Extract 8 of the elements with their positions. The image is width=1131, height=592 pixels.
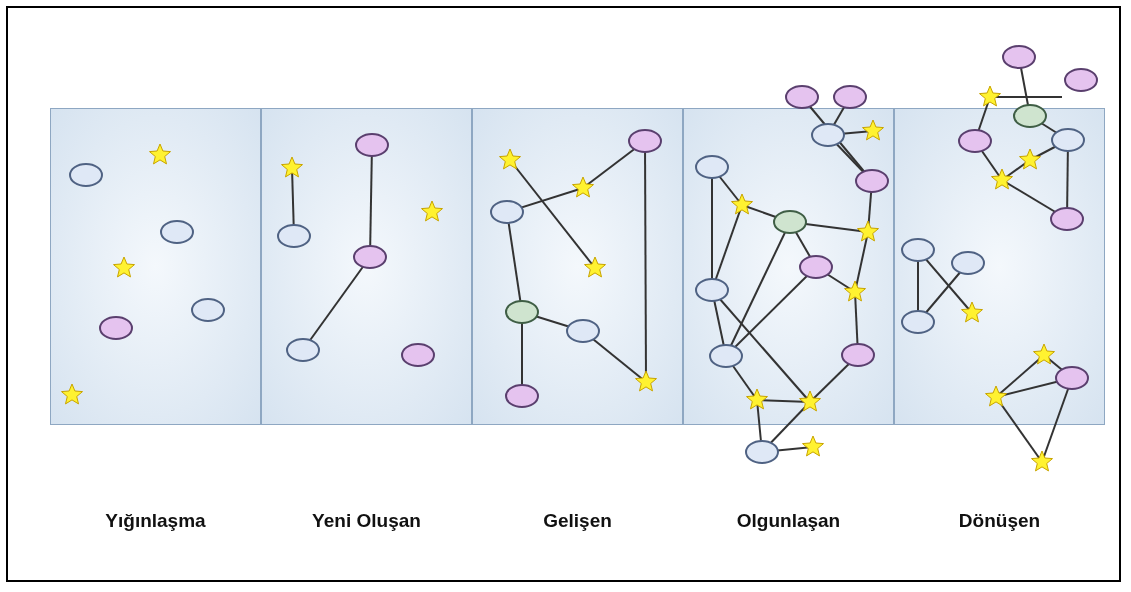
stage-label: Yığınlaşma — [104, 510, 207, 532]
stage-panel — [261, 108, 472, 425]
stage-panel — [50, 108, 261, 425]
stage-label: Gelişen — [542, 510, 613, 532]
stage-label: Dönüşen — [957, 510, 1042, 532]
stage-panel — [472, 108, 683, 425]
stage-label: Olgunlaşan — [735, 510, 842, 532]
stage-label: Yeni Oluşan — [311, 510, 422, 532]
